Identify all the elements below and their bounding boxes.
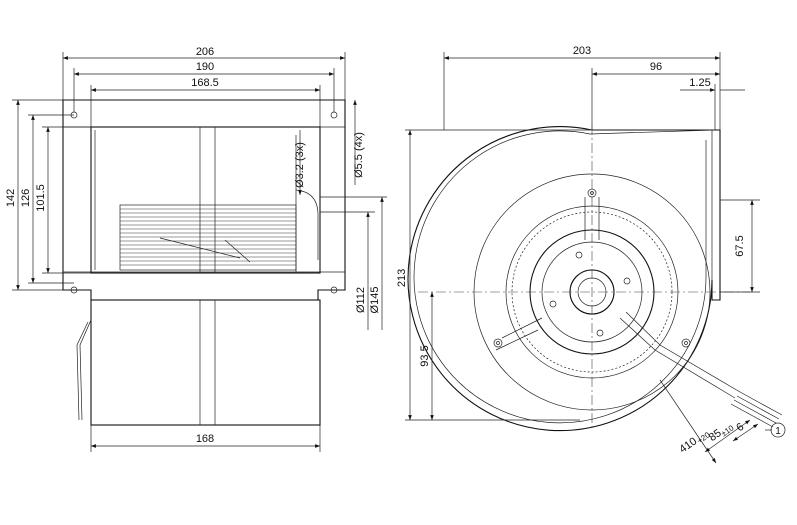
dim-center-height: 93.5 <box>419 345 431 366</box>
cable-exit <box>619 311 741 399</box>
dim-overall-width: 206 <box>196 46 214 58</box>
impeller-blades <box>119 204 297 271</box>
dim-outlet-offset: 67.5 <box>734 235 746 256</box>
side-cable <box>76 319 92 421</box>
dim-front-overall-width: 203 <box>573 45 591 57</box>
callout-motor-mount-holes: Ø3.2 (3x) <box>294 142 306 188</box>
dim-front-overall-height: 213 <box>396 269 408 287</box>
dim-strip-length: 85 <box>707 427 724 444</box>
scroll-housing <box>407 126 721 432</box>
motor-mount-hole-icon <box>493 338 503 348</box>
dim-housing-height: 101.5 <box>35 184 47 212</box>
dim-flange-thickness: 1.25 <box>689 77 710 89</box>
side-view: 206 190 168.5 <box>5 46 387 452</box>
flange-hole-icon <box>70 286 78 294</box>
flange-hole-icon <box>330 286 338 294</box>
front-view: 203 96 1.25 <box>396 45 786 464</box>
dim-side-hole-spacing: 126 <box>20 189 32 207</box>
dim-mount-hole-spacing: 190 <box>196 61 214 73</box>
motor-mount-hole-icon <box>681 338 691 348</box>
callout-inlet-diameter: Ø145 <box>369 287 381 314</box>
dim-end-length: 6 <box>734 421 746 434</box>
balloon-number: 1 <box>775 426 781 437</box>
blower-housing <box>90 126 321 274</box>
dim-center-to-outlet: 96 <box>650 61 662 73</box>
dim-strip-tolerance: ±10 <box>720 423 736 438</box>
callout-motor-diameter: Ø112 <box>355 287 367 313</box>
flange-hole-icon <box>330 111 338 119</box>
outlet-section <box>90 299 321 426</box>
dim-overall-height: 142 <box>5 189 17 207</box>
dim-outlet-width: 168 <box>196 433 214 445</box>
reference-balloon <box>770 422 786 438</box>
callout-flange-holes: Ø5.5 (4x) <box>353 132 365 178</box>
dim-housing-width: 168.5 <box>191 77 219 89</box>
